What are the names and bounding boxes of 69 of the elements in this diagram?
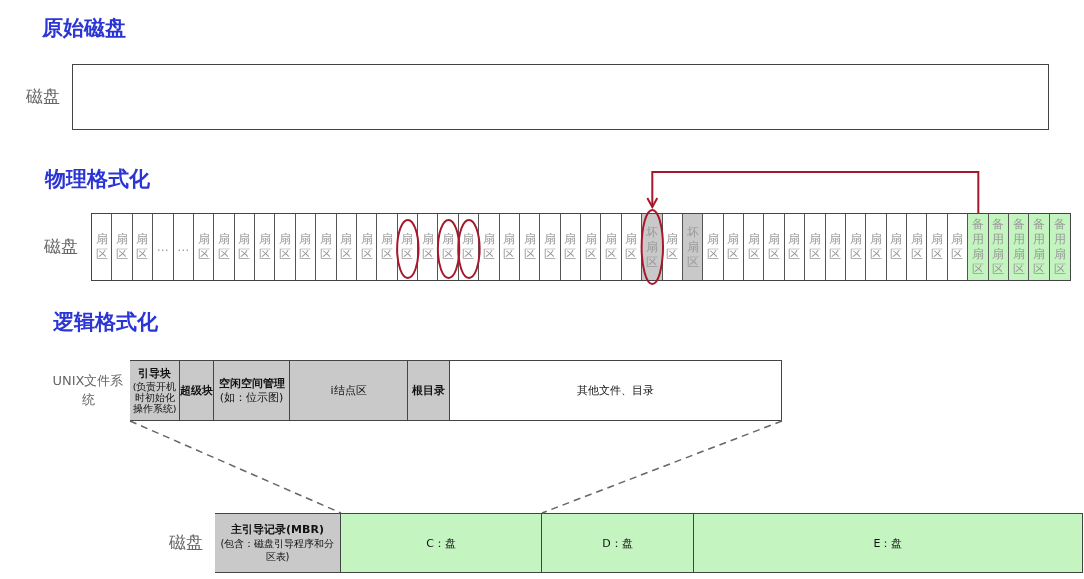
sector-cell: 扇区 — [499, 214, 520, 280]
superblock: 超级块 — [180, 361, 214, 420]
sector-cell: 扇区 — [438, 214, 459, 280]
section-heading: 逻辑格式化 — [53, 308, 158, 336]
zoom-line — [541, 420, 783, 514]
sector-cell: 扇区 — [295, 214, 317, 280]
sector-cell: 扇区 — [805, 214, 826, 280]
spare-sector-cell: 备用扇区 — [968, 214, 989, 280]
section-heading: 物理格式化 — [45, 165, 150, 193]
spare-sector-cell: 备用扇区 — [1049, 214, 1070, 280]
partition-block: E：盘 — [694, 514, 1082, 572]
sector-cell: 扇区 — [418, 214, 439, 280]
partition-block: D：盘 — [542, 514, 694, 572]
block-note: (负责开机时初始化操作系统) — [131, 381, 178, 414]
mbr-block — [215, 514, 341, 572]
sector-cell: 扇区 — [560, 214, 581, 280]
sector-cell: 扇区 — [214, 214, 235, 280]
sector-cell: 扇区 — [316, 214, 337, 280]
free-space-block — [214, 361, 290, 420]
disk-label: 磁盘 — [25, 85, 61, 109]
partition-block: C：盘 — [341, 514, 542, 572]
disk-label: 磁盘 — [168, 531, 204, 555]
sector-cell: 扇区 — [234, 214, 255, 280]
arrow — [646, 171, 980, 214]
sector-cell: 扇区 — [581, 214, 602, 280]
sector-cell: 扇区 — [927, 214, 948, 280]
block-note: (包含：磁盘引导程序和分区表) — [219, 537, 336, 563]
sector-cell: 扇区 — [112, 214, 133, 280]
sector-cell: 扇区 — [866, 214, 887, 280]
sector-cell: 扇区 — [92, 214, 113, 280]
sector-cell: 扇区 — [479, 214, 500, 280]
sector-cell: 扇区 — [744, 214, 765, 280]
sector-cell: 扇区 — [193, 214, 215, 280]
disk-label: 磁盘 — [43, 235, 79, 259]
sector-cell: 扇区 — [540, 214, 561, 280]
sector-cell: 扇区 — [458, 214, 480, 280]
spare-sector-cell: 备用扇区 — [1029, 214, 1050, 280]
sector-cell: 扇区 — [519, 214, 541, 280]
block-title: 空闲空间管理 — [217, 377, 286, 391]
spare-sector-cell: 备用扇区 — [1008, 214, 1030, 280]
sector-cell: 扇区 — [356, 214, 378, 280]
block-title: 引导块 — [137, 367, 172, 381]
block-title: 主引导记录(MBR) — [230, 523, 325, 537]
sector-cell: 扇区 — [723, 214, 744, 280]
sector-cell: 扇区 — [886, 214, 907, 280]
sector-cell: 扇区 — [132, 214, 154, 280]
section-heading: 原始磁盘 — [42, 14, 126, 42]
sector-cell: 扇区 — [825, 214, 846, 280]
zoom-line — [129, 420, 342, 514]
boot-block — [130, 361, 180, 420]
root-dir-block: 根目录 — [408, 361, 450, 420]
sector-cell: … — [153, 214, 174, 280]
sector-cell: 扇区 — [784, 214, 806, 280]
sector-cell: 扇区 — [255, 214, 276, 280]
sector-cell: 扇区 — [907, 214, 928, 280]
sector-cell: 扇区 — [662, 214, 683, 280]
sector-cell: 扇区 — [336, 214, 357, 280]
sector-cell: 扇区 — [845, 214, 867, 280]
sector-cell: 扇区 — [764, 214, 785, 280]
sector-cell: 扇区 — [275, 214, 296, 280]
sector-cell: … — [173, 214, 194, 280]
sector-cell: 扇区 — [601, 214, 622, 280]
sector-cell: 扇区 — [377, 214, 398, 280]
disk-label: UNIX文件系统 — [51, 372, 125, 409]
block-note: (如：位示图) — [218, 391, 285, 404]
sector-cell: 扇区 — [703, 214, 724, 280]
inode-area: i结点区 — [290, 361, 408, 420]
spare-sector-cell: 备用扇区 — [988, 214, 1009, 280]
sector-cell: 扇区 — [397, 214, 418, 280]
